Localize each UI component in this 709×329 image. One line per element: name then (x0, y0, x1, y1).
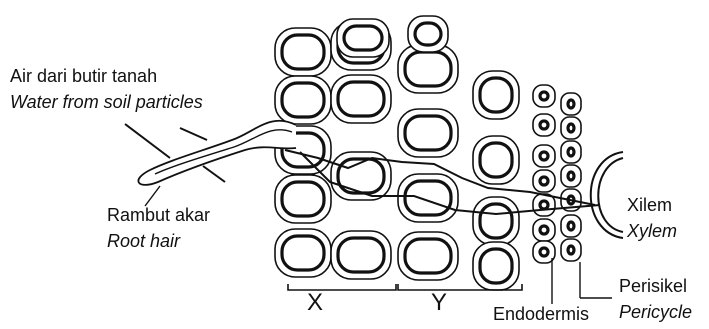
root-hair-leader (145, 186, 160, 206)
xylem-inner-outline (598, 158, 623, 232)
cortex-cell (331, 231, 391, 279)
pericycle-cell (561, 117, 581, 139)
water-arrow (180, 128, 207, 140)
water-arrow (203, 166, 225, 182)
label-water-english: Water from soil particles (10, 92, 203, 113)
cortex-cells (275, 16, 581, 290)
label-region-x: X (307, 292, 323, 313)
label-region-y: Y (431, 292, 447, 313)
pericycle-cell (561, 215, 581, 237)
label-root-hair-malay: Rambut akar (107, 205, 210, 226)
endodermis-cell (533, 114, 555, 136)
cortex-cell (331, 75, 391, 123)
cortex-cell (408, 16, 448, 52)
label-water-malay: Air dari butir tanah (10, 66, 157, 87)
label-pericycle-english: Pericycle (619, 302, 692, 323)
cortex-cell (337, 19, 389, 57)
cortex-cell (275, 175, 331, 223)
cortex-cell (275, 229, 331, 277)
pericycle-cell (561, 93, 581, 115)
pericycle-cell (561, 239, 581, 261)
cortex-cell (275, 28, 331, 76)
endodermis-cell (533, 85, 555, 107)
region-x-bracket (288, 284, 396, 290)
endodermis-cell (533, 170, 555, 192)
endodermis-cell (533, 219, 555, 241)
cortex-cell (473, 136, 519, 184)
cortex-cell (398, 109, 458, 157)
cortex-cell (398, 174, 458, 222)
label-endodermis: Endodermis (493, 304, 589, 325)
label-xylem-malay: Xilem (627, 195, 672, 216)
cortex-cell (473, 242, 519, 290)
cortex-cell (473, 71, 519, 119)
water-arrow (125, 124, 170, 158)
xylem-outline (591, 152, 623, 238)
cortex-cell (473, 197, 519, 245)
cortex-cell (275, 76, 331, 124)
label-xylem-english: Xylem (627, 221, 677, 242)
pericycle-cell (561, 165, 581, 187)
cortex-cell (398, 232, 458, 280)
pericycle-cell (561, 141, 581, 163)
label-pericycle-malay: Perisikel (619, 276, 687, 297)
endodermis-cell (533, 145, 555, 167)
label-root-hair-english: Root hair (107, 231, 180, 252)
